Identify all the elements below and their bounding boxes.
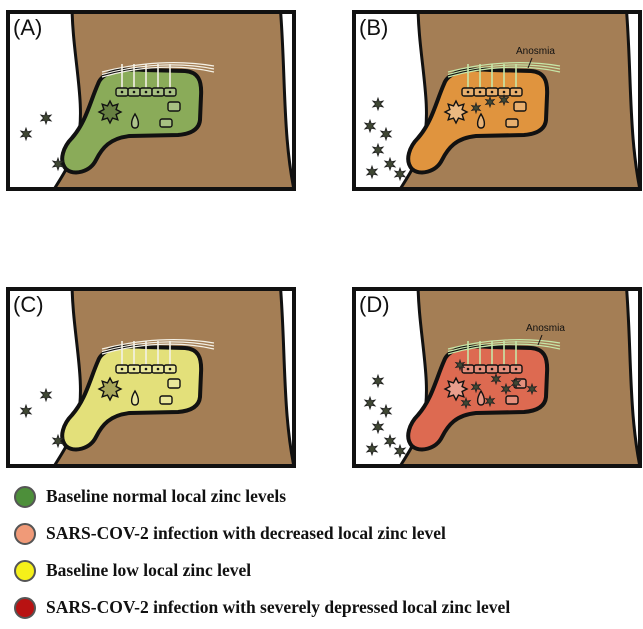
cell-nucleus [145, 91, 148, 94]
cell-nucleus [169, 91, 172, 94]
virus-particle [395, 168, 405, 180]
virus-particle [365, 120, 375, 132]
cell-nucleus [491, 91, 494, 94]
legend-item-normal-zinc: Baseline normal local zinc levels [14, 478, 634, 515]
panel-label: (A) [13, 15, 42, 41]
epithelial-cell [160, 396, 172, 404]
legend-text: SARS-COV-2 infection with severely depre… [46, 597, 510, 618]
cell-nucleus [133, 91, 136, 94]
virus-particle [385, 158, 395, 170]
immune-cell [99, 101, 121, 123]
panel-d: (D) Anosmia [352, 287, 642, 468]
cell-nucleus [467, 368, 470, 371]
virus-particle [395, 445, 405, 457]
virus-particle [367, 166, 377, 178]
virus-particle [21, 405, 31, 417]
legend-item-low-zinc: Baseline low local zinc level [14, 552, 634, 589]
green-circle-icon [14, 486, 36, 508]
cell-nucleus [503, 91, 506, 94]
immune-cell [445, 378, 467, 400]
legend-text: SARS-COV-2 infection with decreased loca… [46, 523, 446, 544]
cell-nucleus [503, 368, 506, 371]
virus-particle [373, 421, 383, 433]
anosmia-label: Anosmia [516, 46, 555, 57]
nasal-cavity-illustration-c [10, 291, 296, 468]
panel-b: (B) Anosmia [352, 10, 642, 191]
immune-cell [99, 378, 121, 400]
virus-particle [367, 443, 377, 455]
legend-text: Baseline normal local zinc levels [46, 486, 286, 507]
nasal-cavity-illustration-d [356, 291, 642, 468]
red-circle-icon [14, 597, 36, 619]
cell-nucleus [515, 91, 518, 94]
orange-circle-icon [14, 523, 36, 545]
cell-nucleus [169, 368, 172, 371]
cell-nucleus [467, 91, 470, 94]
virus-particle [41, 389, 51, 401]
cell-nucleus [515, 368, 518, 371]
cell-nucleus [145, 368, 148, 371]
immune-cell [445, 101, 467, 123]
legend-item-severely-depressed-zinc: SARS-COV-2 infection with severely depre… [14, 589, 634, 626]
nasal-cavity-illustration-a [10, 14, 296, 191]
epithelial-cell [506, 396, 518, 404]
virus-particle [373, 98, 383, 110]
virus-particle [381, 128, 391, 140]
cell-nucleus [479, 91, 482, 94]
cell-nucleus [121, 368, 124, 371]
legend-text: Baseline low local zinc level [46, 560, 251, 581]
virus-particle [373, 375, 383, 387]
epithelial-cell [506, 119, 518, 127]
virus-particle [385, 435, 395, 447]
cell-nucleus [491, 368, 494, 371]
cell-nucleus [157, 368, 160, 371]
cell-nucleus [121, 91, 124, 94]
panel-c: (C) [6, 287, 296, 468]
panel-a: (A) [6, 10, 296, 191]
yellow-circle-icon [14, 560, 36, 582]
panel-label: (D) [359, 292, 390, 318]
cell-nucleus [479, 368, 482, 371]
epithelial-cell [168, 379, 180, 388]
panel-label: (C) [13, 292, 44, 318]
virus-particle [373, 144, 383, 156]
virus-particle [381, 405, 391, 417]
anosmia-label: Anosmia [526, 323, 565, 334]
cell-nucleus [157, 91, 160, 94]
virus-particle [365, 397, 375, 409]
epithelial-cell [514, 102, 526, 111]
cell-nucleus [133, 368, 136, 371]
legend: Baseline normal local zinc levels SARS-C… [14, 478, 634, 626]
legend-item-decreased-zinc: SARS-COV-2 infection with decreased loca… [14, 515, 634, 552]
nasal-cavity-illustration-b [356, 14, 642, 191]
virus-particle [21, 128, 31, 140]
virus-particle [41, 112, 51, 124]
epithelial-cell [168, 102, 180, 111]
panel-label: (B) [359, 15, 388, 41]
epithelial-cell [160, 119, 172, 127]
